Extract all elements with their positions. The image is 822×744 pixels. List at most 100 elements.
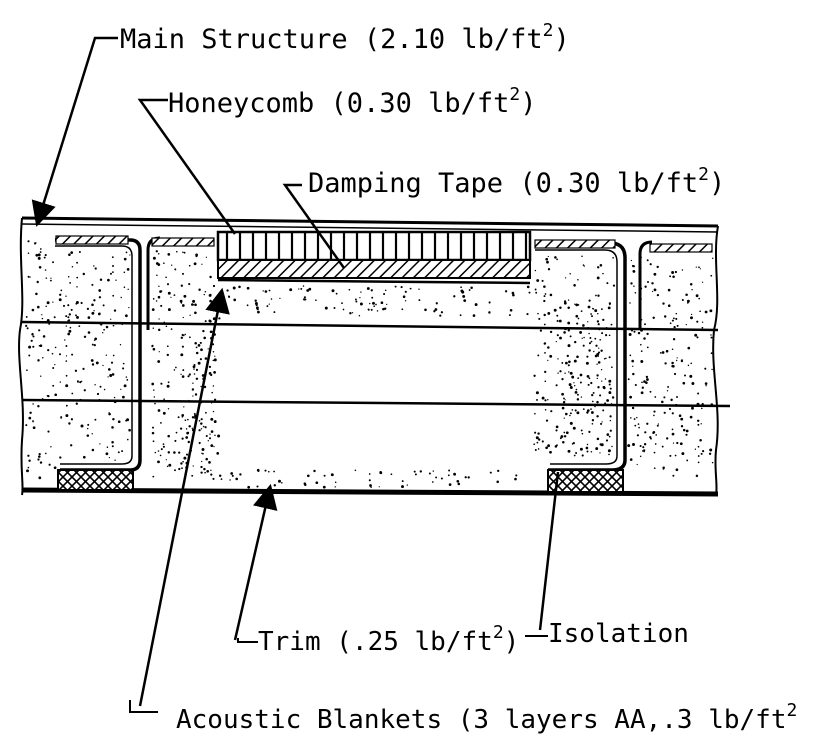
stipple-dot <box>632 269 636 273</box>
stipple-dot <box>86 307 90 311</box>
stipple-dot <box>639 455 642 458</box>
stipple-dot <box>87 423 90 426</box>
stipple-dot <box>512 293 515 297</box>
stipple-dot <box>673 325 676 329</box>
stipple-dot <box>647 327 650 330</box>
stipple-dot <box>186 453 188 456</box>
stipple-dot <box>189 336 191 339</box>
stipple-dot <box>159 421 162 424</box>
stipple-dot <box>213 358 217 362</box>
stipple-dot <box>42 357 44 359</box>
stipple-dot <box>322 485 326 489</box>
stipple-dot <box>209 433 211 435</box>
stipple-dot <box>566 354 569 358</box>
stipple-dot <box>559 306 562 309</box>
stipple-dot <box>634 424 637 427</box>
stipple-dot <box>201 460 203 463</box>
stipple-dot <box>163 262 165 264</box>
stipple-dot <box>213 371 216 374</box>
stipple-dot <box>596 276 600 280</box>
stipple-dot <box>26 327 29 330</box>
stipple-dot <box>669 322 672 325</box>
stipple-dot <box>211 391 213 394</box>
stipple-dot <box>526 285 530 289</box>
stipple-dot <box>644 323 646 326</box>
stipple-dot <box>545 257 549 261</box>
stipple-dot <box>151 431 155 435</box>
stipple-dot <box>36 280 39 284</box>
stipple-dot <box>595 344 598 347</box>
stipple-dot <box>54 346 57 349</box>
damping-tape-strip <box>217 259 531 279</box>
stipple-dot <box>586 375 590 378</box>
stipple-dot <box>696 403 700 407</box>
stipple-dot <box>158 351 160 353</box>
stipple-dot <box>29 411 32 415</box>
stipple-dot <box>653 451 656 454</box>
stipple-dot <box>488 311 491 314</box>
stipple-dot <box>32 335 35 338</box>
stipple-dot <box>597 323 600 326</box>
stipple-dot <box>202 425 205 428</box>
stipple-dot <box>154 402 156 405</box>
stipple-dot <box>201 263 203 265</box>
stipple-dot <box>428 472 431 475</box>
stipple-dot <box>676 396 678 398</box>
stipple-dot <box>592 391 595 394</box>
stipple-dot <box>111 373 115 376</box>
stipple-dot <box>636 416 638 419</box>
stipple-dot <box>666 390 669 392</box>
stipple-dot <box>75 302 78 305</box>
stipple-dot <box>216 452 220 455</box>
stipple-dot <box>564 327 567 331</box>
stipple-dot <box>91 448 95 452</box>
stipple-dot <box>463 299 467 302</box>
stipple-dot <box>31 308 35 312</box>
stipple-dot <box>35 242 37 244</box>
stipple-dot <box>639 444 642 448</box>
stipple-dot <box>547 255 549 258</box>
stipple-dot <box>302 298 306 301</box>
stipple-dot <box>582 344 585 347</box>
stipple-dot <box>334 486 336 488</box>
stipple-dot <box>681 298 684 302</box>
stipple-dot <box>81 380 83 382</box>
stipple-dot <box>218 474 222 477</box>
stipple-dot <box>573 382 575 384</box>
stipple-dot <box>601 308 603 311</box>
stipple-dot <box>170 296 172 298</box>
stipple-dot <box>37 458 40 461</box>
stipple-dot <box>217 434 221 438</box>
stipple-dot <box>108 412 111 416</box>
stipple-dot <box>672 442 675 444</box>
stipple-dot <box>634 292 637 294</box>
stipple-dot <box>579 381 582 384</box>
stipple-dot <box>541 440 544 443</box>
stipple-dot <box>239 473 242 476</box>
stipple-dot <box>264 290 268 293</box>
stipple-dot <box>153 396 155 398</box>
stipple-dot <box>633 330 636 333</box>
stipple-dot <box>599 443 602 446</box>
stipple-dot <box>65 325 67 327</box>
stipple-dot <box>71 392 74 395</box>
stipple-dot <box>595 294 597 297</box>
stipple-dot <box>565 361 568 365</box>
stipple-dot <box>107 399 109 402</box>
stipple-dot <box>549 330 553 334</box>
stipple-dot <box>575 303 579 307</box>
stipple-dot <box>556 334 559 337</box>
stipple-dot <box>676 441 679 445</box>
stipple-dot <box>60 416 63 419</box>
stipple-dot <box>606 433 610 436</box>
stipple-dot <box>413 470 416 473</box>
stipple-dot <box>26 469 29 473</box>
stipple-dot <box>683 374 687 377</box>
stipple-dot <box>99 443 101 445</box>
stipple-dot <box>192 299 196 303</box>
stipple-dot <box>304 483 307 487</box>
stipple-dot <box>638 426 640 429</box>
stipple-dot <box>27 252 30 254</box>
stipple-dot <box>75 402 78 405</box>
stipple-dot <box>646 346 649 349</box>
